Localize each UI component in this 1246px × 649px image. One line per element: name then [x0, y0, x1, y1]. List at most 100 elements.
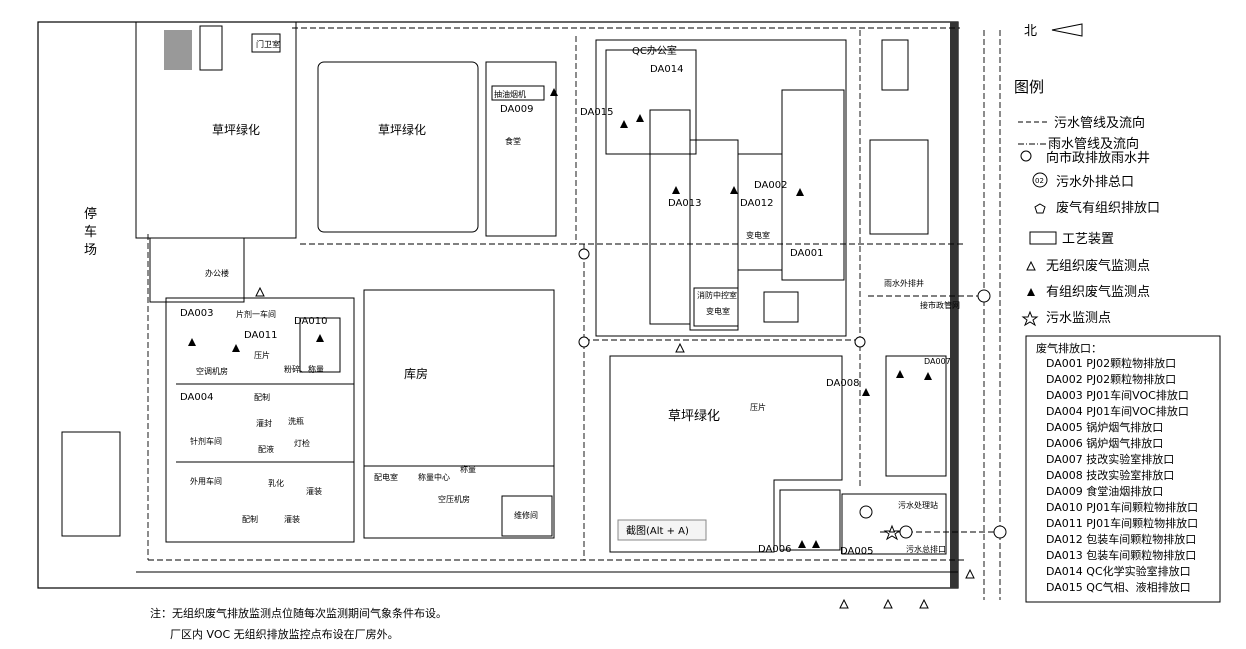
da014: DA014 — [650, 64, 683, 75]
filling3-label: 灌装 — [284, 514, 300, 524]
wastewater-monitor-star-icon — [883, 524, 901, 541]
screenshot-tip-box — [617, 519, 707, 541]
legend-outlet-code: 02 — [1035, 177, 1044, 185]
wastewater-block — [841, 493, 947, 555]
legend-pentagon-icon — [1034, 203, 1046, 214]
legend-solid-triangle-icon — [1027, 288, 1035, 296]
da002: DA002 — [754, 180, 787, 191]
da011: DA011 — [244, 330, 277, 341]
legend-item-8: 有组织废气监测点 — [1046, 284, 1150, 300]
organized-monitor-points — [188, 88, 932, 548]
da008: DA008 — [826, 378, 859, 389]
manholes — [578, 248, 1007, 539]
north-label: 北 — [1024, 24, 1037, 39]
da009: DA009 — [500, 104, 533, 115]
tablet-2-building — [781, 89, 845, 281]
da004: DA004 — [180, 392, 213, 403]
sub1-label: 变电室 — [706, 306, 730, 316]
note-2: 厂区内 VOC 无组织排放监控点布设在厂房外。 — [170, 627, 399, 641]
emission-table: 废气排放口： DA001 PJ02颗粒物排放口 DA002 PJ02颗粒物排放口… — [1025, 335, 1221, 603]
da013: DA013 — [668, 198, 701, 209]
emission-labels: DA001 DA002 DA003 DA004 DA005 DA006 DA00… — [180, 64, 951, 557]
parking-char-1: 停 — [84, 206, 97, 222]
outlet-label: 污水总排口 — [906, 544, 946, 554]
fire-label: 消防中控室 — [697, 290, 737, 300]
emission-row: DA003 PJ01车间VOC排放口 — [1046, 388, 1189, 402]
qc-complex — [595, 39, 847, 337]
ne-guard — [881, 39, 909, 91]
legend-item-7: 无组织废气监测点 — [1046, 258, 1150, 274]
lawn-1-label: 草坪绿化 — [212, 122, 260, 137]
note-1: 注：无组织废气排放监测点位随每次监测期间气象条件布设。 — [150, 606, 447, 620]
small-building — [199, 25, 223, 71]
emission-row: DA014 QC化学实验室排放口 — [1046, 564, 1191, 578]
site-boundary — [37, 21, 959, 589]
repair-label: 维修间 — [514, 510, 538, 520]
emission-row: DA010 PJ01车间颗粒物排放口 — [1046, 500, 1198, 514]
lawn-3-label: 草坪绿化 — [668, 409, 720, 424]
emission-row: DA013 包装车间颗粒物排放口 — [1046, 548, 1196, 562]
da006: DA006 — [758, 544, 791, 555]
filling-label: 灌封 — [256, 418, 272, 428]
da013-building — [649, 109, 691, 325]
emulsify-label: 乳化 — [268, 478, 284, 488]
guard-box — [251, 33, 281, 53]
workshop-c-label: 针剂车间 — [190, 436, 222, 446]
da012-building — [737, 153, 783, 271]
workshop-a-label: 片剂一车间 — [236, 309, 276, 319]
legend-process-icon — [1029, 231, 1057, 245]
underground-room — [164, 30, 192, 70]
ne-warehouse — [869, 139, 929, 235]
qc-office-block — [605, 49, 697, 155]
da007: DA007 — [924, 357, 951, 366]
da005: DA005 — [840, 546, 873, 557]
canteen-label: 食堂 — [505, 136, 521, 146]
weigh-label: 称量中心 — [418, 472, 450, 482]
emission-row: DA005 锅炉烟气排放口 — [1046, 420, 1163, 434]
screenshot-tip: 截图(Alt + A) — [626, 524, 689, 537]
legend-outlet-icon — [1032, 172, 1048, 188]
prep-label: 配制 — [254, 392, 270, 402]
lamp-label: 灯检 — [294, 438, 310, 448]
lawn-3-block — [609, 355, 843, 553]
weigh2-label: 称量 — [460, 464, 476, 474]
emission-row: DA011 PJ01车间颗粒物排放口 — [1046, 516, 1198, 530]
ventilation-label: 空调机房 — [196, 366, 228, 376]
preparation-label: 配液 — [258, 444, 274, 454]
legend: 图例 污水管线及流向 雨水管线及流向 向市政排放雨水井 02 污水外排总口 废气… — [1014, 78, 1160, 327]
office-label: 办公楼 — [205, 268, 229, 278]
emission-row: DA001 PJ02颗粒物排放口 — [1046, 356, 1176, 370]
warehouse-label: 库房 — [404, 366, 428, 381]
da010-box — [299, 317, 341, 373]
workshop-main — [165, 297, 355, 543]
legend-title: 图例 — [1014, 78, 1044, 96]
emission-row: DA007 技改实验室排放口 — [1046, 452, 1174, 466]
legend-item-6: 工艺装置 — [1062, 232, 1114, 247]
tech-lab-block — [885, 355, 947, 477]
guard-label: 门卫室 — [256, 39, 280, 49]
da012: DA012 — [740, 198, 773, 209]
parking-char-2: 车 — [84, 224, 97, 240]
pressing-label: 压片 — [254, 350, 270, 360]
emission-row: DA015 QC气相、液相排放口 — [1046, 580, 1191, 594]
legend-item-3: 向市政排放雨水井 — [1046, 150, 1150, 166]
emission-row: DA009 食堂油烟排放口 — [1046, 484, 1163, 498]
pump-box — [491, 85, 545, 101]
filling2-label: 灌装 — [306, 486, 322, 496]
legend-hollow-triangle-icon — [1026, 260, 1036, 271]
emission-row: DA008 技改实验室排放口 — [1046, 468, 1174, 482]
da010: DA010 — [294, 316, 327, 327]
warehouse-block — [363, 289, 555, 467]
utility-row — [363, 465, 555, 539]
emission-table-border — [1025, 335, 1221, 603]
sewer-lines — [147, 27, 1001, 600]
tablet-label: 压片 — [750, 402, 766, 412]
emission-row: DA002 PJ02颗粒物排放口 — [1046, 372, 1176, 386]
workshop-d-label: 外用车间 — [190, 476, 222, 486]
washing-label: 洗瓶 — [288, 416, 304, 426]
north-arrow-icon — [1051, 23, 1083, 37]
legend-item-1: 污水管线及流向 — [1054, 115, 1145, 131]
fire-control-box — [693, 287, 739, 327]
pump-label: 抽油烟机 — [494, 89, 526, 99]
